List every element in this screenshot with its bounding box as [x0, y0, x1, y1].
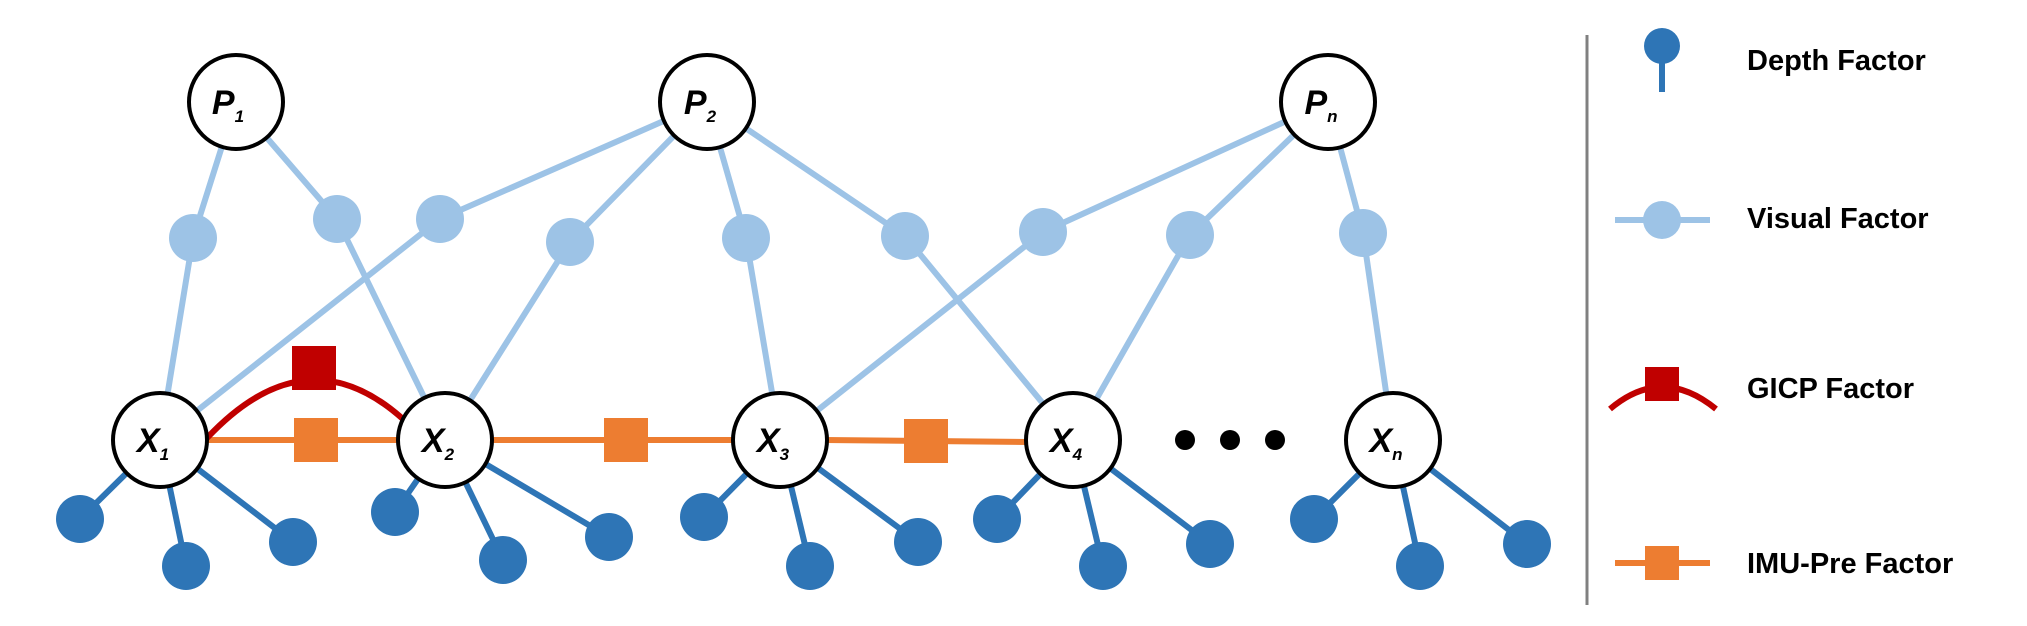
legend-label-depth: Depth Factor: [1747, 45, 1926, 77]
visual-edge: [778, 99, 1330, 443]
visual-factor: [1339, 209, 1387, 257]
svg-text:P1: P1: [212, 84, 244, 126]
visual-edge: [705, 99, 1076, 442]
legend-label-visual: Visual Factor: [1747, 203, 1929, 235]
state-node: X4: [1024, 391, 1122, 489]
depth-factor: [680, 493, 728, 541]
visual-edge: [158, 99, 709, 443]
visual-factor: [313, 195, 361, 243]
state-node: Xn: [1344, 391, 1442, 489]
node-subscript: 1: [235, 107, 244, 126]
visual-factor-symbol: [1643, 201, 1681, 239]
node-label: X: [1367, 422, 1394, 460]
depth-factor: [585, 513, 633, 561]
node-label: X: [755, 422, 782, 460]
depth-factor: [1503, 520, 1551, 568]
depth-factor-symbol: [1644, 28, 1680, 64]
visual-factor: [416, 195, 464, 243]
svg-text:X4: X4: [1048, 422, 1083, 464]
state-node-circle: [1024, 391, 1122, 489]
ellipsis-dot: [1220, 430, 1240, 450]
depth-factor: [479, 536, 527, 584]
node-label: P: [684, 84, 707, 122]
legend-item-visual: Visual Factor: [1615, 201, 1929, 239]
depth-factor: [973, 495, 1021, 543]
depth-factor: [1186, 520, 1234, 568]
depth-factor: [1079, 542, 1127, 590]
node-label: P: [212, 84, 235, 122]
node-subscript: n: [1327, 107, 1337, 126]
visual-factor: [1166, 211, 1214, 259]
visual-edge: [704, 101, 783, 441]
node-subscript: 1: [160, 445, 169, 464]
state-node-circle: [1344, 391, 1442, 489]
depth-factor: [371, 488, 419, 536]
depth-factor: [269, 518, 317, 566]
depth-factors: [56, 488, 1551, 590]
landmark-node: Pn: [1279, 53, 1377, 151]
visual-factor-edges: [157, 99, 1396, 443]
state-node: X2: [396, 391, 494, 489]
visual-factor: [1019, 208, 1067, 256]
visual-factor: [722, 214, 770, 262]
visual-factor: [169, 214, 217, 262]
svg-text:Xn: Xn: [1367, 422, 1402, 464]
landmark-node: P2: [658, 53, 756, 151]
visual-factors: [169, 195, 1387, 266]
node-label: X: [420, 422, 447, 460]
depth-factor: [162, 542, 210, 590]
ellipsis-dot: [1175, 430, 1195, 450]
node-label: X: [135, 422, 162, 460]
depth-factor: [894, 518, 942, 566]
svg-text:P2: P2: [684, 84, 717, 126]
gicp-factor: [292, 346, 336, 390]
node-label: X: [1048, 422, 1075, 460]
imu-factor: [294, 418, 338, 462]
node-subscript: n: [1392, 445, 1402, 464]
legend-item-gicp: GICP Factor: [1608, 367, 1914, 412]
legend-label-gicp: GICP Factor: [1747, 373, 1914, 405]
legend-label-imu: IMU-Pre Factor: [1747, 548, 1953, 580]
svg-text:Pn: Pn: [1304, 84, 1337, 126]
visual-edge: [1325, 101, 1396, 441]
node-subscript: 2: [444, 445, 455, 464]
node-subscript: 4: [1072, 445, 1083, 464]
state-node-circle: [111, 391, 209, 489]
ellipsis-dots: [1175, 430, 1285, 450]
depth-factor: [1396, 542, 1444, 590]
depth-factor: [786, 542, 834, 590]
imu-factor: [904, 419, 948, 463]
state-node: X3: [731, 391, 829, 489]
imu-factors: [294, 418, 948, 463]
depth-factor: [56, 495, 104, 543]
imu-factor-symbol: [1645, 546, 1679, 580]
imu-factor: [604, 418, 648, 462]
landmark-node-circle: [658, 53, 756, 151]
landmark-node: P1: [187, 53, 285, 151]
state-node-circle: [731, 391, 829, 489]
node-subscript: 3: [780, 445, 790, 464]
svg-text:X1: X1: [135, 422, 169, 464]
visual-factor: [881, 212, 929, 260]
visual-factor: [546, 218, 594, 266]
gicp-factor-symbol: [1645, 367, 1679, 401]
legend-item-imu: IMU-Pre Factor: [1615, 546, 1953, 580]
svg-text:X3: X3: [755, 422, 790, 464]
node-label: P: [1304, 84, 1327, 122]
landmark-node-circle: [1279, 53, 1377, 151]
svg-text:X2: X2: [420, 422, 455, 464]
node-subscript: 2: [706, 107, 717, 126]
state-node: X1: [111, 391, 209, 489]
depth-factor: [1290, 495, 1338, 543]
legend-item-depth: Depth Factor: [1644, 28, 1926, 92]
landmark-node-circle: [187, 53, 285, 151]
state-node-circle: [396, 391, 494, 489]
ellipsis-dot: [1265, 430, 1285, 450]
visual-edge: [1070, 99, 1331, 442]
legend: Depth Factor Visual Factor GICP Factor I…: [1608, 28, 1953, 580]
visual-edge: [442, 99, 710, 442]
